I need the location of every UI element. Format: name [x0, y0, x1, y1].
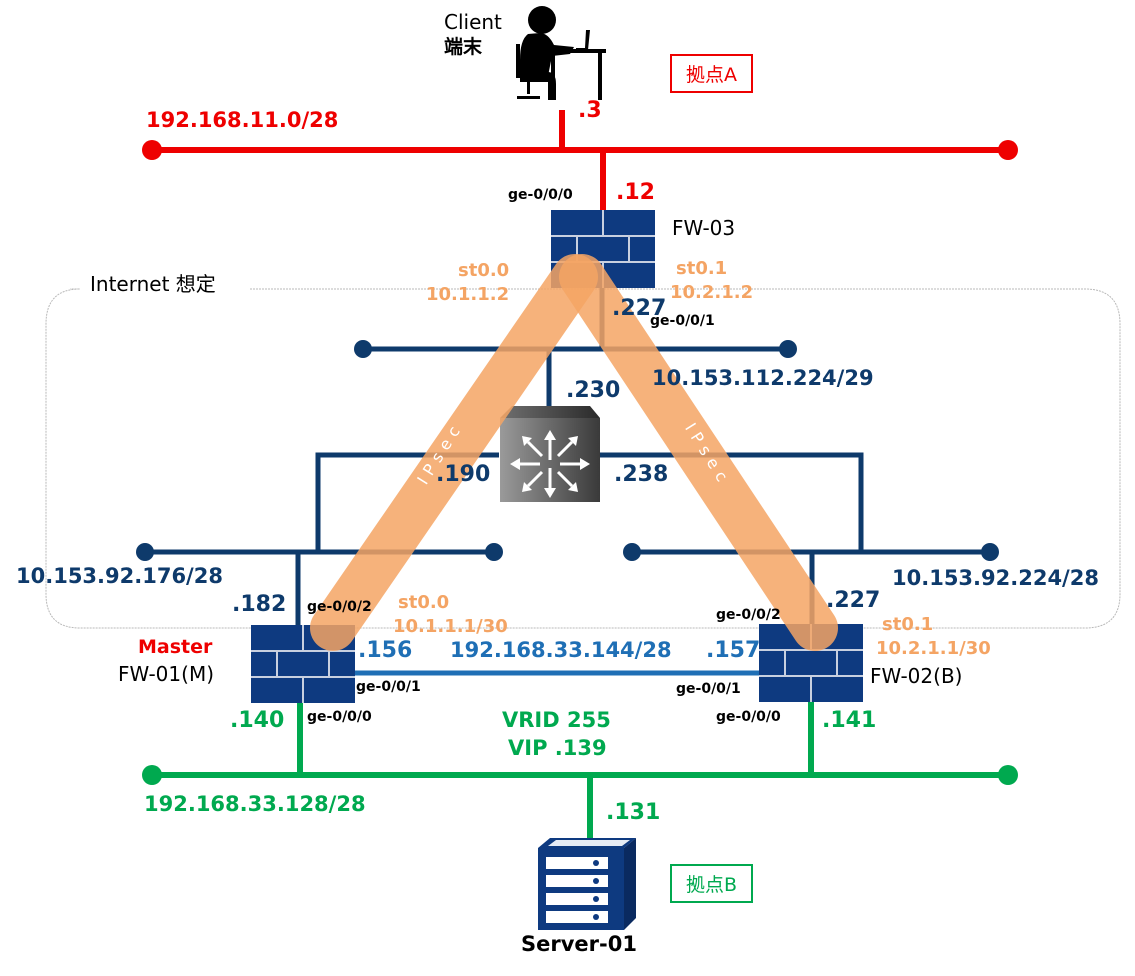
fw03-ge0-ip: .12	[616, 180, 655, 205]
fw02-ge2-ip: .227	[826, 588, 881, 613]
fw01-name: FW-01(M)	[118, 662, 214, 686]
fw03-name: FW-03	[672, 216, 736, 240]
right-network-endpoint-left	[623, 543, 641, 561]
site-a-network-endpoint-right	[998, 140, 1018, 160]
fw03-st01-ip: 10.2.1.2	[670, 282, 754, 303]
vrrp-vip: VIP .139	[508, 736, 607, 760]
internet-zone-border	[45, 288, 1121, 629]
fw02-name: FW-02(B)	[870, 664, 963, 688]
fw03-st00-ip: 10.1.1.2	[426, 284, 510, 305]
site-b-network: 192.168.33.128/28	[144, 792, 366, 816]
router-ip-right: .238	[614, 462, 669, 487]
right-network-endpoint-right	[981, 543, 999, 561]
client-name: Client	[444, 10, 502, 34]
client-ip: .3	[578, 98, 602, 123]
fw02-st-label: st0.1	[882, 614, 934, 635]
fw01-ge0-interface: ge-0/0/0	[307, 709, 372, 725]
site-a-label-box: 拠点A	[670, 54, 753, 93]
fw02-ge1-ip: .157	[706, 638, 761, 663]
site-b-network-endpoint-right	[998, 765, 1018, 785]
vrrp-vrid: VRID 255	[502, 708, 611, 732]
client-person-icon	[516, 6, 606, 100]
fw02-ge2-interface: ge-0/0/2	[716, 607, 781, 623]
fw03-st00-label: st0.0	[458, 260, 510, 281]
fw02-ge0-interface: ge-0/0/0	[716, 709, 781, 725]
fw01-ge2-ip: .182	[232, 592, 287, 617]
site-a-network-endpoint-left	[142, 140, 162, 160]
site-b-label: 拠点B	[686, 874, 738, 896]
fw01-ge0-ip: .140	[230, 708, 285, 733]
site-b-label-box: 拠点B	[670, 864, 754, 903]
server-icon	[538, 838, 636, 930]
site-b-network-endpoint-left	[142, 765, 162, 785]
ipsec-tunnel-right	[559, 254, 838, 651]
top-network-endpoint-left	[354, 340, 372, 358]
site-a-label: 拠点A	[686, 64, 737, 86]
fw01-st-label: st0.0	[398, 592, 450, 613]
fw02-ge0-ip: .141	[822, 708, 877, 733]
left-network-endpoint-right	[485, 543, 503, 561]
router-icon	[500, 406, 600, 502]
router-ip-left: .190	[436, 462, 491, 487]
fw03-ge1-ip: .227	[612, 296, 667, 321]
top-network-endpoint-right	[779, 340, 797, 358]
fw02-ge1-interface: ge-0/0/1	[676, 681, 741, 697]
fw03-ge1-interface: ge-0/0/1	[650, 313, 715, 329]
fw03-ge0-interface: ge-0/0/0	[508, 187, 573, 203]
internet-right-network: 10.153.92.224/28	[892, 566, 1099, 590]
sync-network: 192.168.33.144/28	[450, 638, 672, 662]
fw03-st01-label: st0.1	[676, 258, 728, 279]
router-ip-top: .230	[566, 378, 621, 403]
fw01-role: Master	[138, 636, 213, 658]
server-ip: .131	[606, 800, 661, 825]
client-name-sub: 端末	[444, 36, 483, 58]
ipsec-tunnel-left	[310, 254, 598, 651]
fw01-st-ip: 10.1.1.1/30	[393, 616, 508, 637]
fw02-st-ip: 10.2.1.1/30	[876, 638, 991, 659]
site-a-network: 192.168.11.0/28	[146, 108, 339, 132]
internet-top-network: 10.153.112.224/29	[652, 366, 874, 390]
server-name: Server-01	[521, 932, 637, 956]
fw01-ge2-interface: ge-0/0/2	[307, 599, 372, 615]
fw01-ge1-interface: ge-0/0/1	[356, 679, 421, 695]
fw01-ge1-ip: .156	[358, 638, 413, 663]
left-network-endpoint-left	[136, 543, 154, 561]
internet-zone-label: Internet 想定	[84, 274, 222, 294]
internet-left-network: 10.153.92.176/28	[16, 564, 223, 588]
